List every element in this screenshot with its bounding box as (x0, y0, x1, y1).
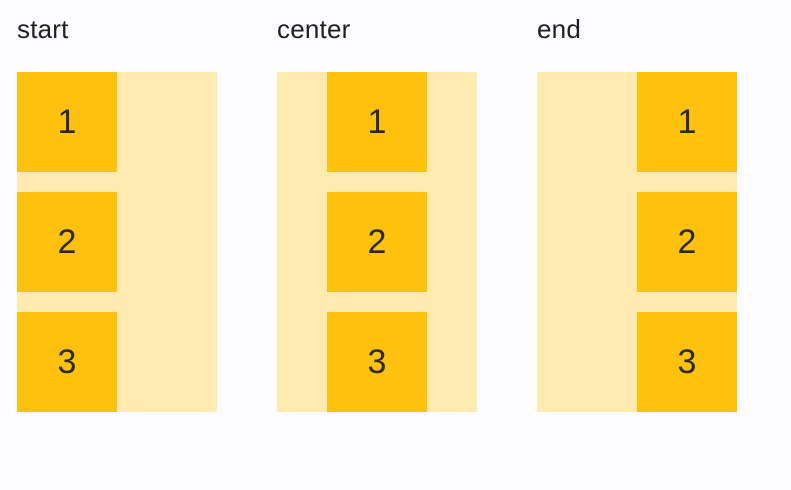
flex-container-center: 1 2 3 (277, 72, 477, 412)
demo-group-start: start 1 2 3 (17, 12, 217, 412)
demo-item: 2 (637, 192, 737, 292)
demo-item: 1 (327, 72, 427, 172)
flex-container-start: 1 2 3 (17, 72, 217, 412)
demo-item: 1 (637, 72, 737, 172)
demo-item: 3 (327, 312, 427, 412)
demo-item: 3 (637, 312, 737, 412)
demo-item: 2 (17, 192, 117, 292)
group-label-center: center (277, 14, 351, 44)
demo-group-end: end 1 2 3 (537, 12, 737, 412)
demo-item: 2 (327, 192, 427, 292)
group-label-end: end (537, 14, 581, 44)
demo-group-center: center 1 2 3 (277, 12, 477, 412)
demo-item: 3 (17, 312, 117, 412)
group-label-start: start (17, 14, 69, 44)
flex-container-end: 1 2 3 (537, 72, 737, 412)
alignment-demo-row: start 1 2 3 center 1 2 3 end 1 2 3 (17, 12, 791, 412)
demo-item: 1 (17, 72, 117, 172)
